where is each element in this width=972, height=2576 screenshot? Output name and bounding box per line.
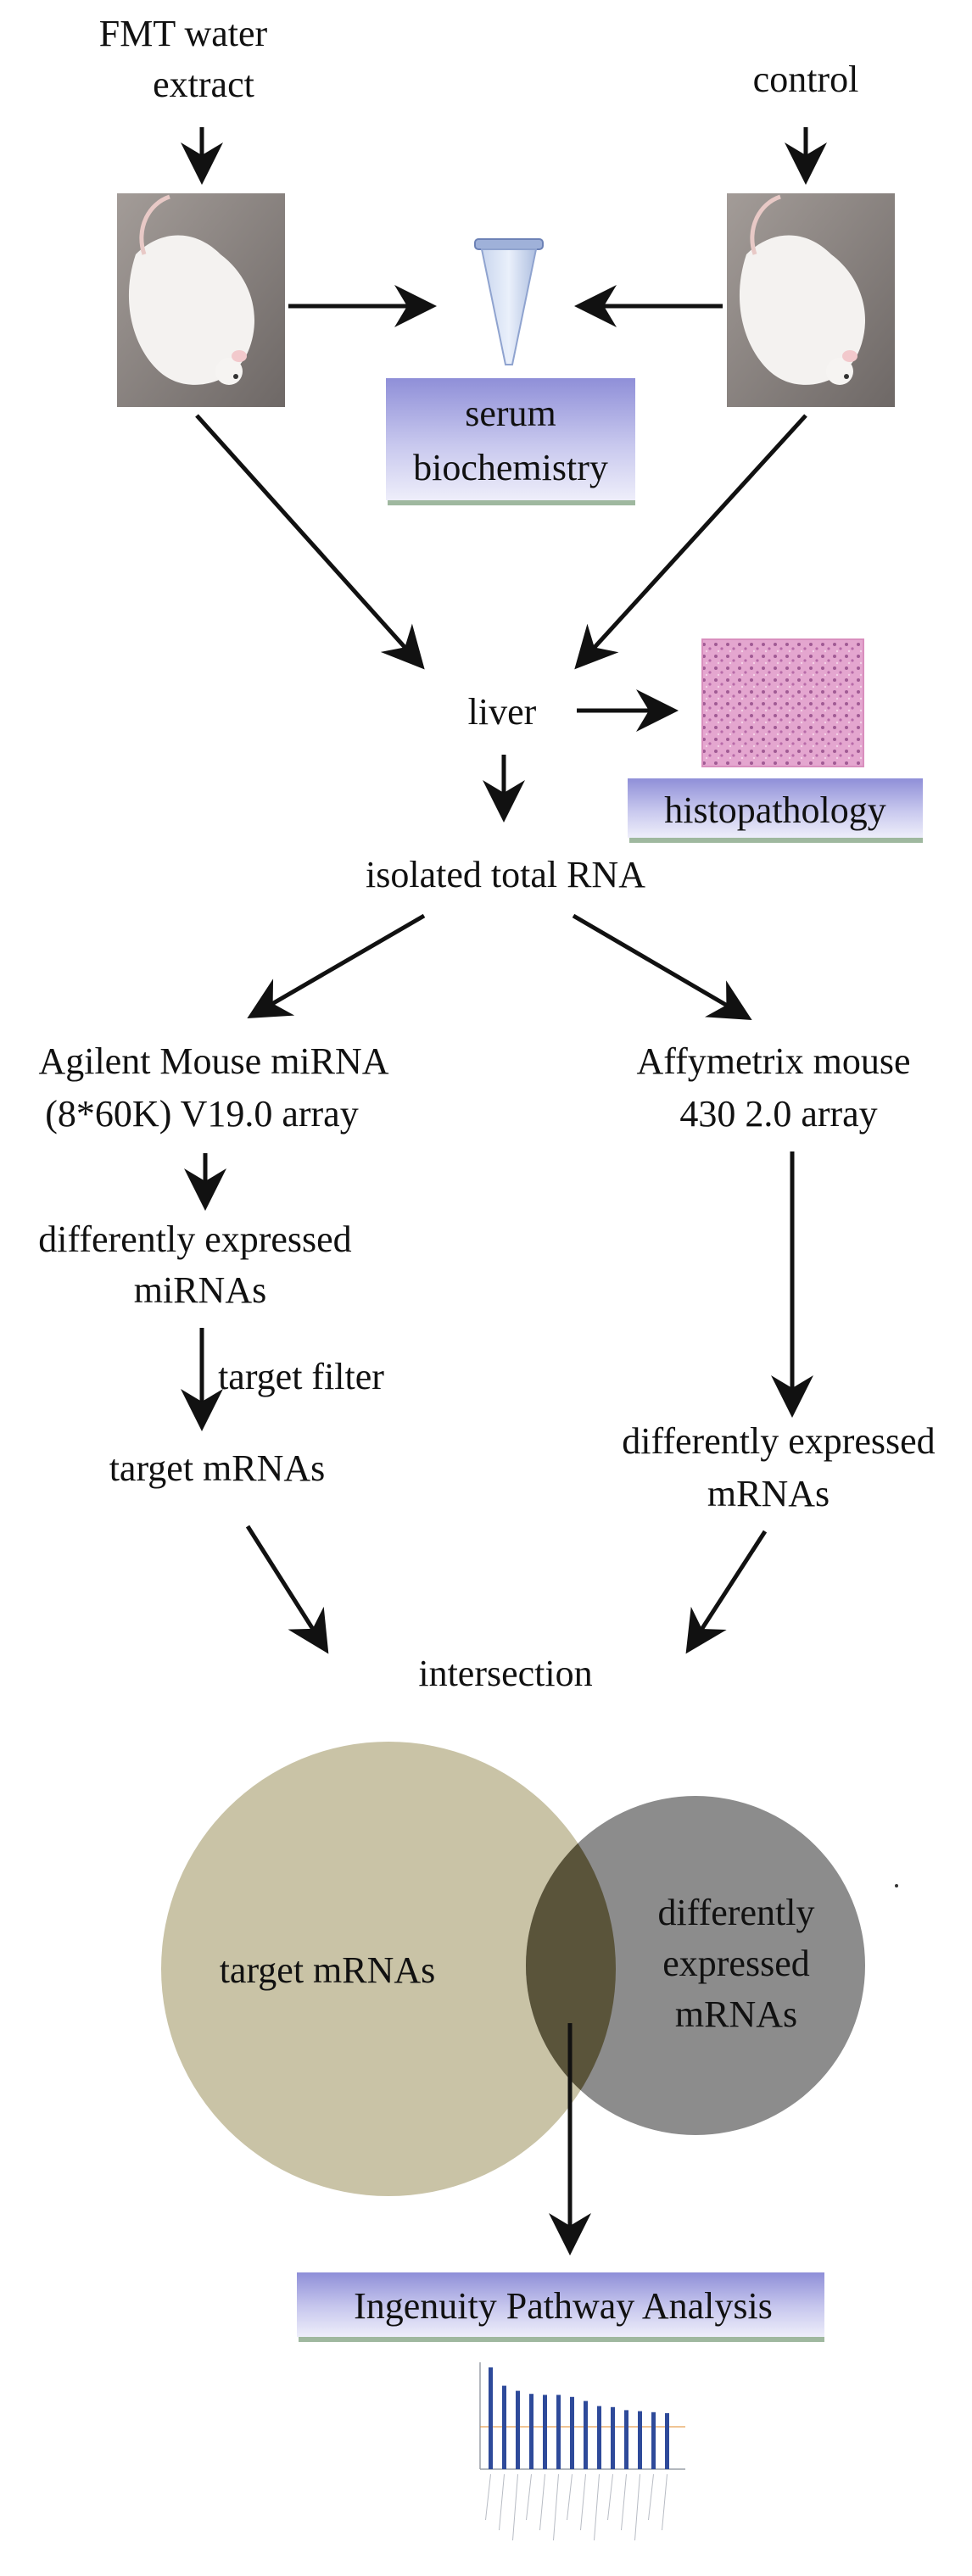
stray-dot bbox=[895, 1884, 898, 1887]
arrow-control-mouse-to-liver bbox=[574, 414, 807, 670]
venn-left-label: target mRNAs bbox=[220, 1949, 436, 1991]
de-mrnas-label-line1: differently expressed bbox=[622, 1420, 935, 1462]
ipa-chart-tick-label bbox=[580, 2473, 586, 2531]
ipa-bar-chart-icon bbox=[475, 2357, 687, 2569]
serum-label-line1: serum bbox=[465, 393, 556, 434]
ipa-chart-tick-label bbox=[499, 2473, 505, 2531]
mouse-photo-icon-control bbox=[727, 193, 895, 407]
ipa-chart-tick-label bbox=[662, 2473, 668, 2531]
ipa-chart-tick-label bbox=[567, 2473, 573, 2521]
venn-right-label-line2: expressed bbox=[662, 1943, 810, 1984]
ipa-chart-bar bbox=[597, 2406, 601, 2469]
ipa-box bbox=[297, 2272, 824, 2342]
target-mrnas-label: target mRNAs bbox=[109, 1447, 326, 1489]
ipa-chart-tick-label bbox=[594, 2473, 600, 2541]
histology-slide-icon bbox=[701, 638, 864, 767]
ipa-chart-bar bbox=[489, 2367, 493, 2469]
ipa-chart-tick-label bbox=[621, 2473, 627, 2531]
histopathology-label: histopathology bbox=[664, 789, 886, 831]
agilent-label-line2: (8*60K) V19.0 array bbox=[45, 1093, 358, 1135]
target-filter-label: target filter bbox=[218, 1356, 384, 1397]
intersection-label: intersection bbox=[418, 1653, 592, 1694]
arrow-rna-to-agilent bbox=[247, 913, 426, 1019]
ipa-chart-bar bbox=[556, 2395, 561, 2469]
agilent-label-line1: Agilent Mouse miRNA bbox=[38, 1040, 388, 1082]
ipa-chart-bar bbox=[543, 2395, 547, 2469]
arrow-target-mrnas-to-intersection bbox=[245, 1525, 329, 1654]
ipa-chart-bar bbox=[529, 2394, 533, 2469]
ipa-chart-bar bbox=[651, 2412, 656, 2469]
ipa-chart-tick-label bbox=[634, 2473, 640, 2541]
ipa-chart-bar bbox=[638, 2411, 642, 2469]
ipa-chart-tick-label bbox=[539, 2473, 545, 2531]
ipa-chart-tick-label bbox=[512, 2473, 518, 2541]
ipa-chart-bar bbox=[516, 2390, 520, 2469]
test-tube-icon bbox=[474, 238, 544, 365]
ipa-chart-tick-label bbox=[607, 2473, 613, 2521]
control-label: control bbox=[753, 59, 859, 100]
liver-label: liver bbox=[468, 691, 537, 733]
ipa-chart-tick-label bbox=[485, 2473, 491, 2521]
fmt-label-line2: extract bbox=[153, 64, 254, 105]
affymetrix-label-line1: Affymetrix mouse bbox=[636, 1040, 910, 1082]
ipa-chart-bar bbox=[502, 2385, 506, 2469]
fmt-label-line1: FMT water bbox=[99, 13, 268, 54]
arrow-de-mrnas-to-intersection bbox=[685, 1530, 768, 1654]
de-mirnas-label-line2: miRNAs bbox=[134, 1269, 266, 1311]
venn-left-circle bbox=[161, 1742, 616, 2196]
ipa-chart-tick-label bbox=[553, 2473, 559, 2541]
venn-diagram bbox=[161, 1742, 898, 2196]
venn-right-label-line3: mRNAs bbox=[675, 1993, 797, 2035]
ipa-chart-bar bbox=[570, 2396, 574, 2469]
ipa-label: Ingenuity Pathway Analysis bbox=[354, 2285, 773, 2327]
ipa-chart-tick-label bbox=[648, 2473, 654, 2521]
arrow-rna-to-affymetrix bbox=[572, 913, 752, 1021]
serum-biochemistry-box bbox=[386, 378, 635, 505]
rna-label: isolated total RNA bbox=[366, 854, 645, 895]
venn-right-circle bbox=[526, 1796, 865, 2135]
ipa-chart-bar bbox=[611, 2406, 615, 2469]
serum-label-line2: biochemistry bbox=[413, 447, 608, 488]
de-mirnas-label-line1: differently expressed bbox=[38, 1218, 351, 1260]
ipa-chart-bar bbox=[665, 2413, 669, 2469]
histopathology-box bbox=[628, 778, 923, 843]
venn-right-label-line1: differently bbox=[658, 1892, 815, 1933]
ipa-chart-bar bbox=[624, 2410, 628, 2469]
ipa-chart-tick-label bbox=[526, 2473, 532, 2521]
de-mrnas-label-line2: mRNAs bbox=[707, 1473, 830, 1514]
affymetrix-label-line2: 430 2.0 array bbox=[679, 1093, 877, 1135]
ipa-chart-bar bbox=[584, 2400, 588, 2469]
arrow-fmt-mouse-to-liver bbox=[195, 414, 425, 670]
mouse-photo-icon-fmt bbox=[117, 193, 285, 407]
